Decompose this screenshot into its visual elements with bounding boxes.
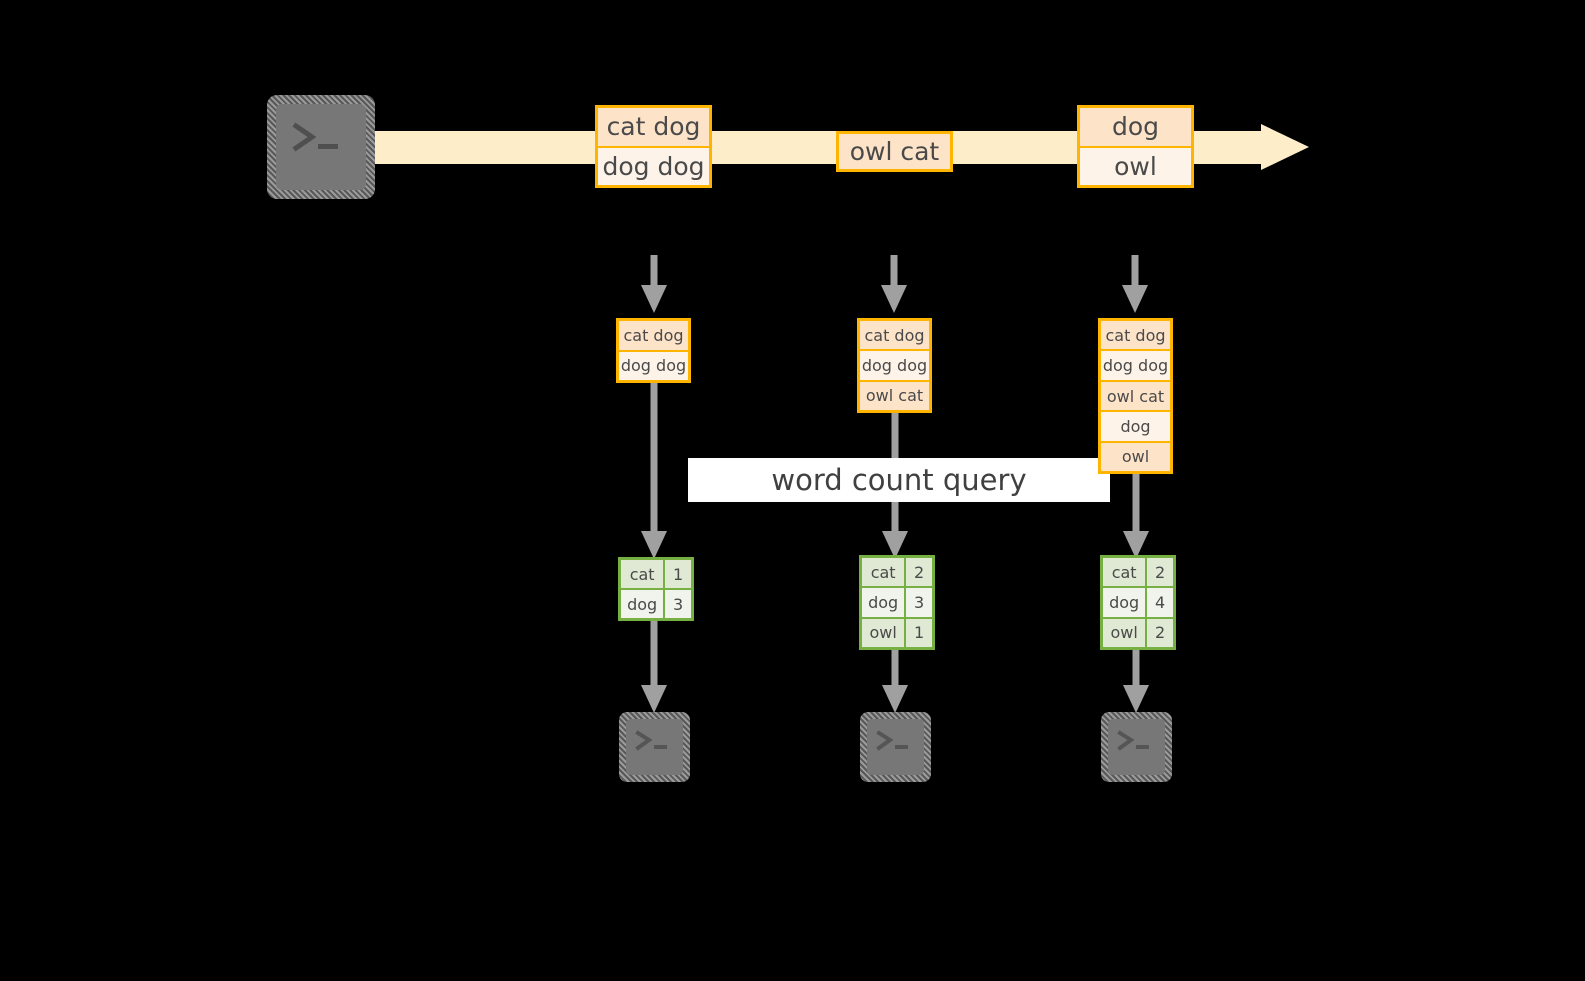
result-word: dog [1103, 588, 1148, 617]
stream-batch-1-line-1: cat dog [598, 108, 709, 148]
query-arrow-3 [1120, 474, 1152, 563]
feed-arrow-1 [638, 255, 670, 317]
sink-arrow-1 [638, 621, 670, 717]
result-word: cat [1103, 558, 1148, 587]
sink-terminal-icon-1 [619, 712, 690, 782]
sink-arrow-2 [879, 650, 911, 717]
feed-arrow-2 [878, 255, 910, 317]
prompt-icon [635, 730, 667, 751]
stream-batch-3-line-1: dog [1080, 108, 1191, 148]
prompt-icon [292, 122, 338, 152]
result-count: 2 [1147, 618, 1173, 647]
stream-arrow-head [1261, 124, 1309, 170]
input-table-1-row: cat dog [619, 321, 688, 352]
result-row: cat 2 [862, 558, 932, 589]
query-label-text: word count query [771, 463, 1027, 497]
stream-batch-2: owl cat [836, 131, 953, 172]
sink-arrow-3 [1120, 650, 1152, 717]
terminal-glyph-area [1108, 719, 1165, 775]
input-table-3-row: dog [1101, 412, 1170, 443]
input-table-3-row: cat dog [1101, 321, 1170, 352]
result-word: dog [862, 588, 907, 617]
query-arrow-1 [638, 383, 670, 563]
result-row: owl 1 [862, 618, 932, 647]
result-word: cat [621, 560, 666, 588]
stream-batch-2-line-1: owl cat [839, 134, 950, 169]
stream-batch-3-line-2: owl [1080, 147, 1191, 185]
feed-arrow-3 [1119, 255, 1151, 317]
result-count: 4 [1147, 588, 1173, 617]
result-word: owl [1103, 618, 1148, 647]
result-row: dog 4 [1103, 588, 1173, 619]
prompt-icon [876, 730, 908, 751]
result-table-3: cat 2 dog 4 owl 2 [1100, 555, 1176, 650]
input-table-1: cat dog dog dog [616, 318, 691, 383]
source-terminal-icon [267, 95, 375, 199]
result-row: cat 2 [1103, 558, 1173, 589]
result-table-2: cat 2 dog 3 owl 1 [859, 555, 935, 650]
result-count: 1 [665, 560, 691, 588]
stream-batch-1: cat dog dog dog [595, 105, 712, 188]
terminal-glyph-area [867, 719, 924, 775]
result-count: 1 [906, 618, 932, 647]
query-label-band: word count query [688, 458, 1110, 502]
result-word: cat [862, 558, 907, 587]
input-table-3: cat dog dog dog owl cat dog owl [1098, 318, 1173, 474]
input-table-2: cat dog dog dog owl cat [857, 318, 932, 413]
sink-terminal-icon-3 [1101, 712, 1172, 782]
result-row: cat 1 [621, 560, 691, 590]
prompt-icon [1117, 730, 1149, 751]
input-table-1-row: dog dog [619, 351, 688, 380]
result-count: 2 [906, 558, 932, 587]
result-word: dog [621, 590, 666, 618]
stream-batch-1-line-2: dog dog [598, 147, 709, 185]
result-table-1: cat 1 dog 3 [618, 557, 694, 621]
result-count: 3 [665, 590, 691, 618]
result-count: 3 [906, 588, 932, 617]
input-table-2-row: cat dog [860, 321, 929, 352]
result-count: 2 [1147, 558, 1173, 587]
result-row: dog 3 [862, 588, 932, 619]
result-word: owl [862, 618, 907, 647]
input-table-2-row: owl cat [860, 381, 929, 410]
input-table-3-row: owl [1101, 442, 1170, 472]
stream-batch-3: dog owl [1077, 105, 1194, 188]
input-table-3-row: owl cat [1101, 381, 1170, 413]
terminal-glyph-area [276, 104, 366, 190]
input-table-2-row: dog dog [860, 351, 929, 382]
result-row: owl 2 [1103, 618, 1173, 647]
result-row: dog 3 [621, 590, 691, 618]
sink-terminal-icon-2 [860, 712, 931, 782]
terminal-glyph-area [626, 719, 683, 775]
input-table-3-row: dog dog [1101, 351, 1170, 382]
